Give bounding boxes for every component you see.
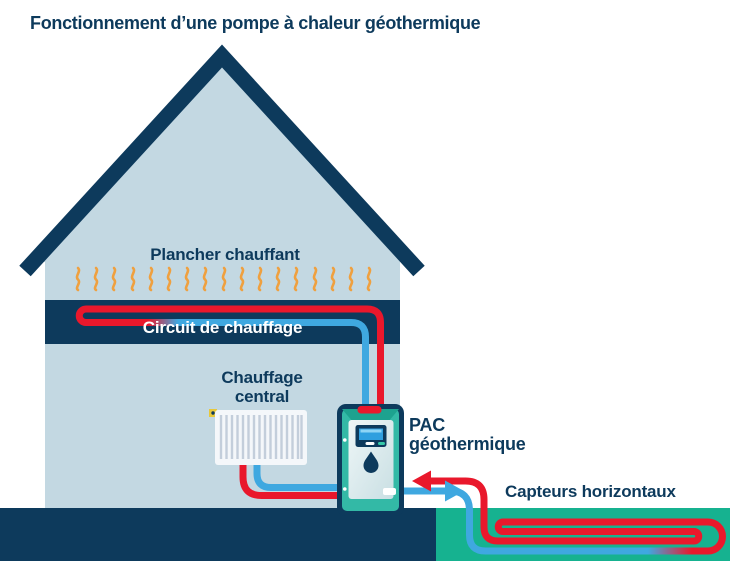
water-drop-icon [363,451,379,474]
circuit-pipe-blue [176,319,369,406]
pump-vent-slot [357,406,382,414]
red-arrow-left-icon [412,470,431,492]
radiator-pipe-blue [253,450,345,491]
pump-bottom-slot [383,488,396,495]
radiator-valve-dot [211,411,215,415]
label-capteurs-horizontaux: Capteurs horizontaux [505,482,676,501]
blue-arrow-right-icon [445,480,464,502]
pump-display-button-white [365,442,375,445]
pump-screw-bottom [343,487,347,491]
pump-screw-top [343,438,347,442]
pump-display-glare [360,429,382,433]
ground-left [0,508,436,561]
heat-pump-unit [337,404,404,516]
label-pac-geothermique: PAC géothermique [409,415,526,454]
pump-top-shade [342,409,399,422]
label-circuit-de-chauffage: Circuit de chauffage [142,318,303,337]
radiator-fins [219,415,303,459]
pump-display-button-green [378,442,385,445]
radiator [209,409,307,465]
label-chauffage-central: Chauffage central [221,368,303,406]
radiator-pipe-red [239,450,345,499]
diagram-title: Fonctionnement d’une pompe à chaleur géo… [30,13,481,33]
label-plancher-chauffant: Plancher chauffant [150,245,300,264]
circuit-pipe-red [75,305,384,406]
roof-outline [19,44,425,277]
house-gable [38,62,406,262]
pump-display-screen [359,428,383,440]
collector-loop-red [426,477,726,555]
